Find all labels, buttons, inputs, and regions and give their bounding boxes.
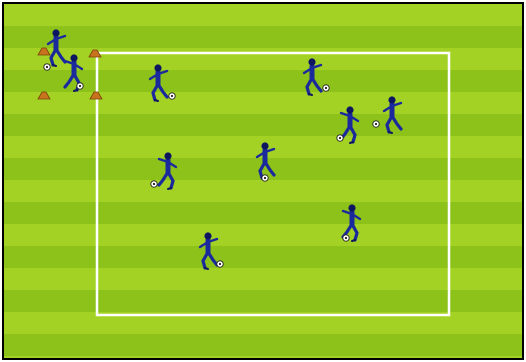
ball-icon bbox=[217, 261, 223, 267]
grass-stripe bbox=[4, 290, 522, 312]
grass-stripe bbox=[4, 114, 522, 136]
grass-stripe bbox=[4, 202, 522, 224]
ball-icon bbox=[337, 135, 343, 141]
ball-icon bbox=[44, 64, 50, 70]
ball-icon bbox=[323, 85, 329, 91]
ball-icon bbox=[169, 93, 175, 99]
grass-stripe bbox=[4, 246, 522, 268]
grass-stripe bbox=[4, 334, 522, 356]
ball-icon bbox=[373, 121, 379, 127]
ball-icon bbox=[77, 83, 83, 89]
ball-icon bbox=[262, 175, 268, 181]
ball-icon bbox=[151, 181, 157, 187]
grass-stripe bbox=[4, 26, 522, 48]
ball-icon bbox=[343, 235, 349, 241]
